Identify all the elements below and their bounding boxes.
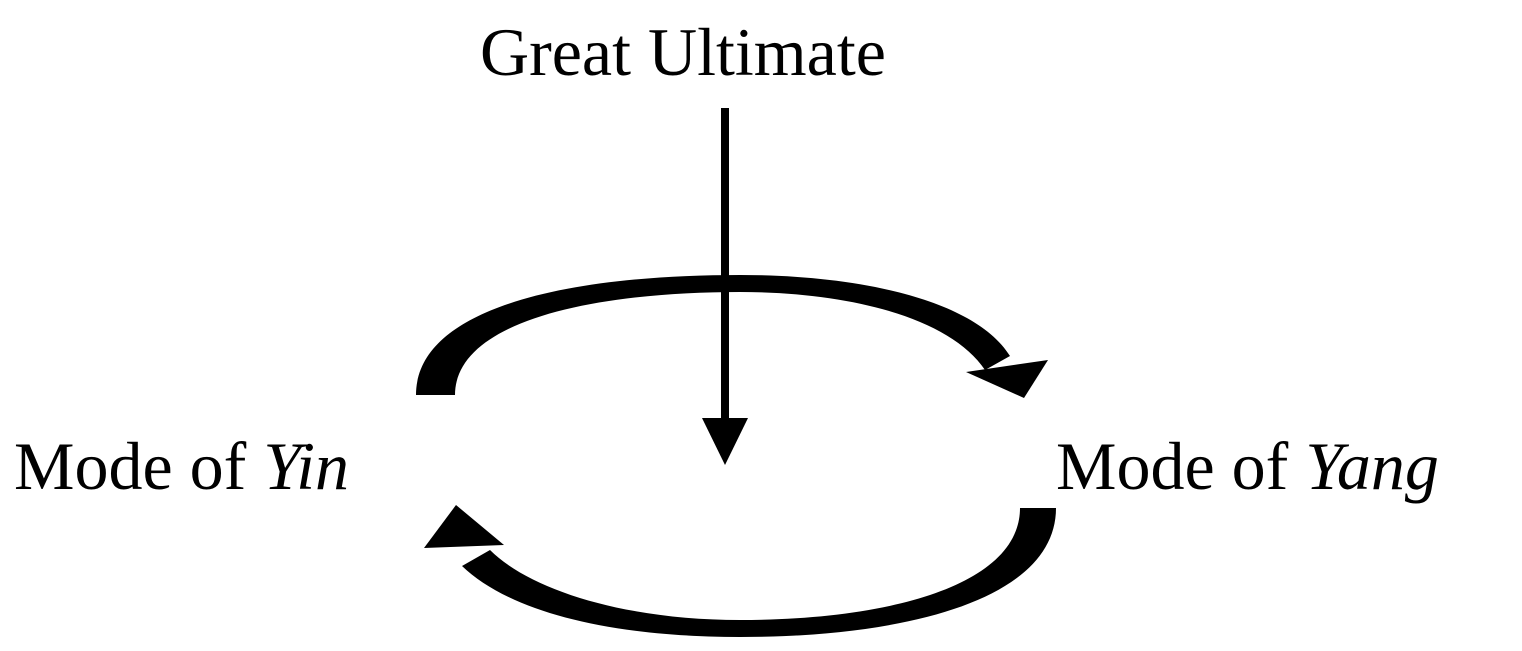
yin-to-yang-arc xyxy=(416,275,1010,395)
yang-to-yin-arc xyxy=(462,508,1056,637)
mode-of-yang-label: Mode of Yang xyxy=(1056,432,1439,500)
great-ultimate-label: Great Ultimate xyxy=(480,18,886,86)
mode-of-yang-prefix: Mode of xyxy=(1056,428,1306,504)
great-ultimate-text: Great Ultimate xyxy=(480,14,886,90)
yang-term: Yang xyxy=(1305,428,1439,504)
yang-to-yin-arrowhead xyxy=(424,505,504,548)
yin-to-yang-arrowhead xyxy=(966,360,1048,398)
yin-term: Yin xyxy=(263,428,349,504)
descent-arrowhead xyxy=(702,418,748,465)
mode-of-yin-prefix: Mode of xyxy=(14,428,264,504)
mode-of-yin-label: Mode of Yin xyxy=(14,432,349,500)
